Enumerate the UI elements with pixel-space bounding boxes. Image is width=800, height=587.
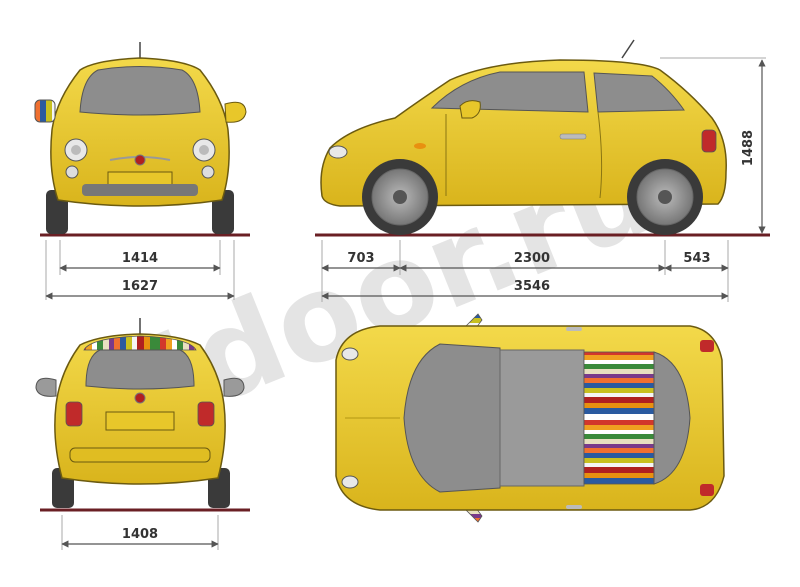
top-roof-stripes <box>583 351 655 485</box>
front-mirror-right <box>224 101 247 123</box>
front-mirror-left-striped <box>34 99 56 123</box>
side-rear-hub <box>658 190 672 204</box>
top-taillight-lower <box>700 484 714 496</box>
top-roof <box>499 349 585 487</box>
front-dimensions: 1414 1627 <box>45 240 235 300</box>
rear-plate <box>105 411 175 431</box>
rear-taillight-left <box>65 401 83 427</box>
rear-bumper <box>69 447 211 463</box>
rear-roof-stripes <box>83 335 197 351</box>
top-rear-window <box>653 351 691 485</box>
side-rear-window <box>593 72 685 113</box>
front-windshield <box>79 66 201 116</box>
rear-mirror-left <box>35 377 57 397</box>
side-front-hub <box>393 190 407 204</box>
front-view <box>34 42 250 237</box>
side-turn-signal <box>414 143 426 149</box>
height-label: 1488 <box>741 130 756 166</box>
front-headlight-left-lens <box>71 145 81 155</box>
top-headlight-upper <box>341 347 359 361</box>
rear-window <box>85 349 195 390</box>
side-headlight <box>328 145 348 159</box>
side-door-handle <box>559 133 587 140</box>
rear-taillight-right <box>197 401 215 427</box>
side-dimensions: 703 2300 543 3546 1488 <box>321 57 766 302</box>
top-door-handle-upper <box>566 327 582 331</box>
side-mirror <box>459 100 481 119</box>
rear-track-label: 1408 <box>122 527 158 542</box>
top-door-handle-lower <box>566 505 582 509</box>
length-label: 3546 <box>514 279 550 294</box>
wheelbase-label: 2300 <box>514 251 550 266</box>
rear-logo <box>134 392 146 404</box>
side-taillight <box>701 129 717 153</box>
top-taillight-upper <box>700 340 714 352</box>
front-foglight-left <box>65 165 79 179</box>
front-foglight-right <box>201 165 215 179</box>
top-windshield <box>403 343 501 493</box>
antenna-side <box>621 39 635 59</box>
rear-mirror-right <box>223 377 245 397</box>
top-headlight-lower <box>341 475 359 489</box>
front-logo <box>134 154 146 166</box>
front-overhang-label: 703 <box>347 251 374 266</box>
rear-view <box>35 318 250 512</box>
front-width-label: 1627 <box>122 279 158 294</box>
top-view <box>335 313 725 523</box>
side-door-outline <box>445 111 603 199</box>
rear-dimensions: 1408 <box>61 515 219 550</box>
front-headlight-right-lens <box>199 145 209 155</box>
front-plate <box>107 171 173 187</box>
front-track-label: 1414 <box>122 251 158 266</box>
front-lower-grille <box>82 184 198 196</box>
side-view <box>315 39 770 237</box>
rear-overhang-label: 543 <box>683 251 710 266</box>
